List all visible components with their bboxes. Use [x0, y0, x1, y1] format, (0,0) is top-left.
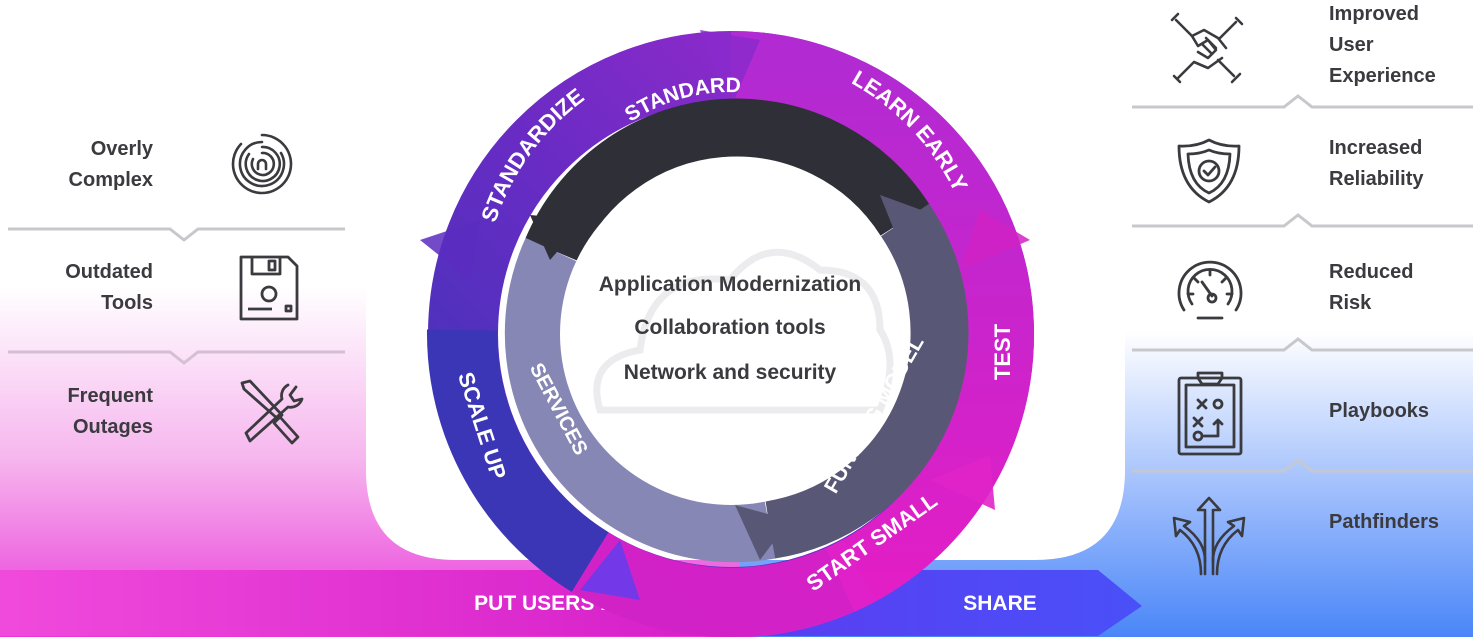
right-item-label-improved-user-experience: Improved User Experience: [1329, 3, 1436, 87]
right-item-label-playbooks: Playbooks: [1329, 400, 1430, 422]
floppy-disk-icon: [239, 255, 299, 321]
outer-ring: [420, 30, 1035, 637]
shield-check-icon: [1177, 138, 1241, 204]
center-disk: [560, 163, 902, 505]
center-line-application-modernization: Application Modernization: [598, 273, 862, 296]
right-item-label-reduced-risk: Reduced Risk: [1329, 261, 1414, 314]
outer-label-test: TEST: [990, 323, 1015, 380]
right-item-label-increased-reliability: Increased Reliability: [1329, 137, 1424, 190]
left-dividers: [8, 227, 345, 365]
center-line-network-and-security: Network and security: [623, 361, 837, 384]
left-item-label-frequent-outages: Frequent Outages: [67, 385, 153, 438]
maze-icon: [231, 133, 293, 195]
banner-share: SHARE: [963, 592, 1037, 615]
cloud-watermark-icon: [593, 248, 894, 414]
right-item-label-pathfinders: Pathfinders: [1329, 511, 1440, 533]
hands-together-icon: [1170, 12, 1244, 84]
gauge-icon: [1177, 260, 1243, 320]
left-item-label-overly-complex: Overly Complex: [68, 138, 153, 191]
branching-arrows-icon: [1172, 496, 1246, 576]
clipboard-play-icon: [1177, 371, 1243, 456]
center-line-collaboration-tools: Collaboration tools: [634, 316, 826, 339]
right-dividers: [1132, 94, 1473, 473]
inner-ring: [504, 98, 969, 563]
tools-icon: [240, 379, 304, 445]
left-item-label-outdated-tools: Outdated Tools: [65, 261, 153, 314]
